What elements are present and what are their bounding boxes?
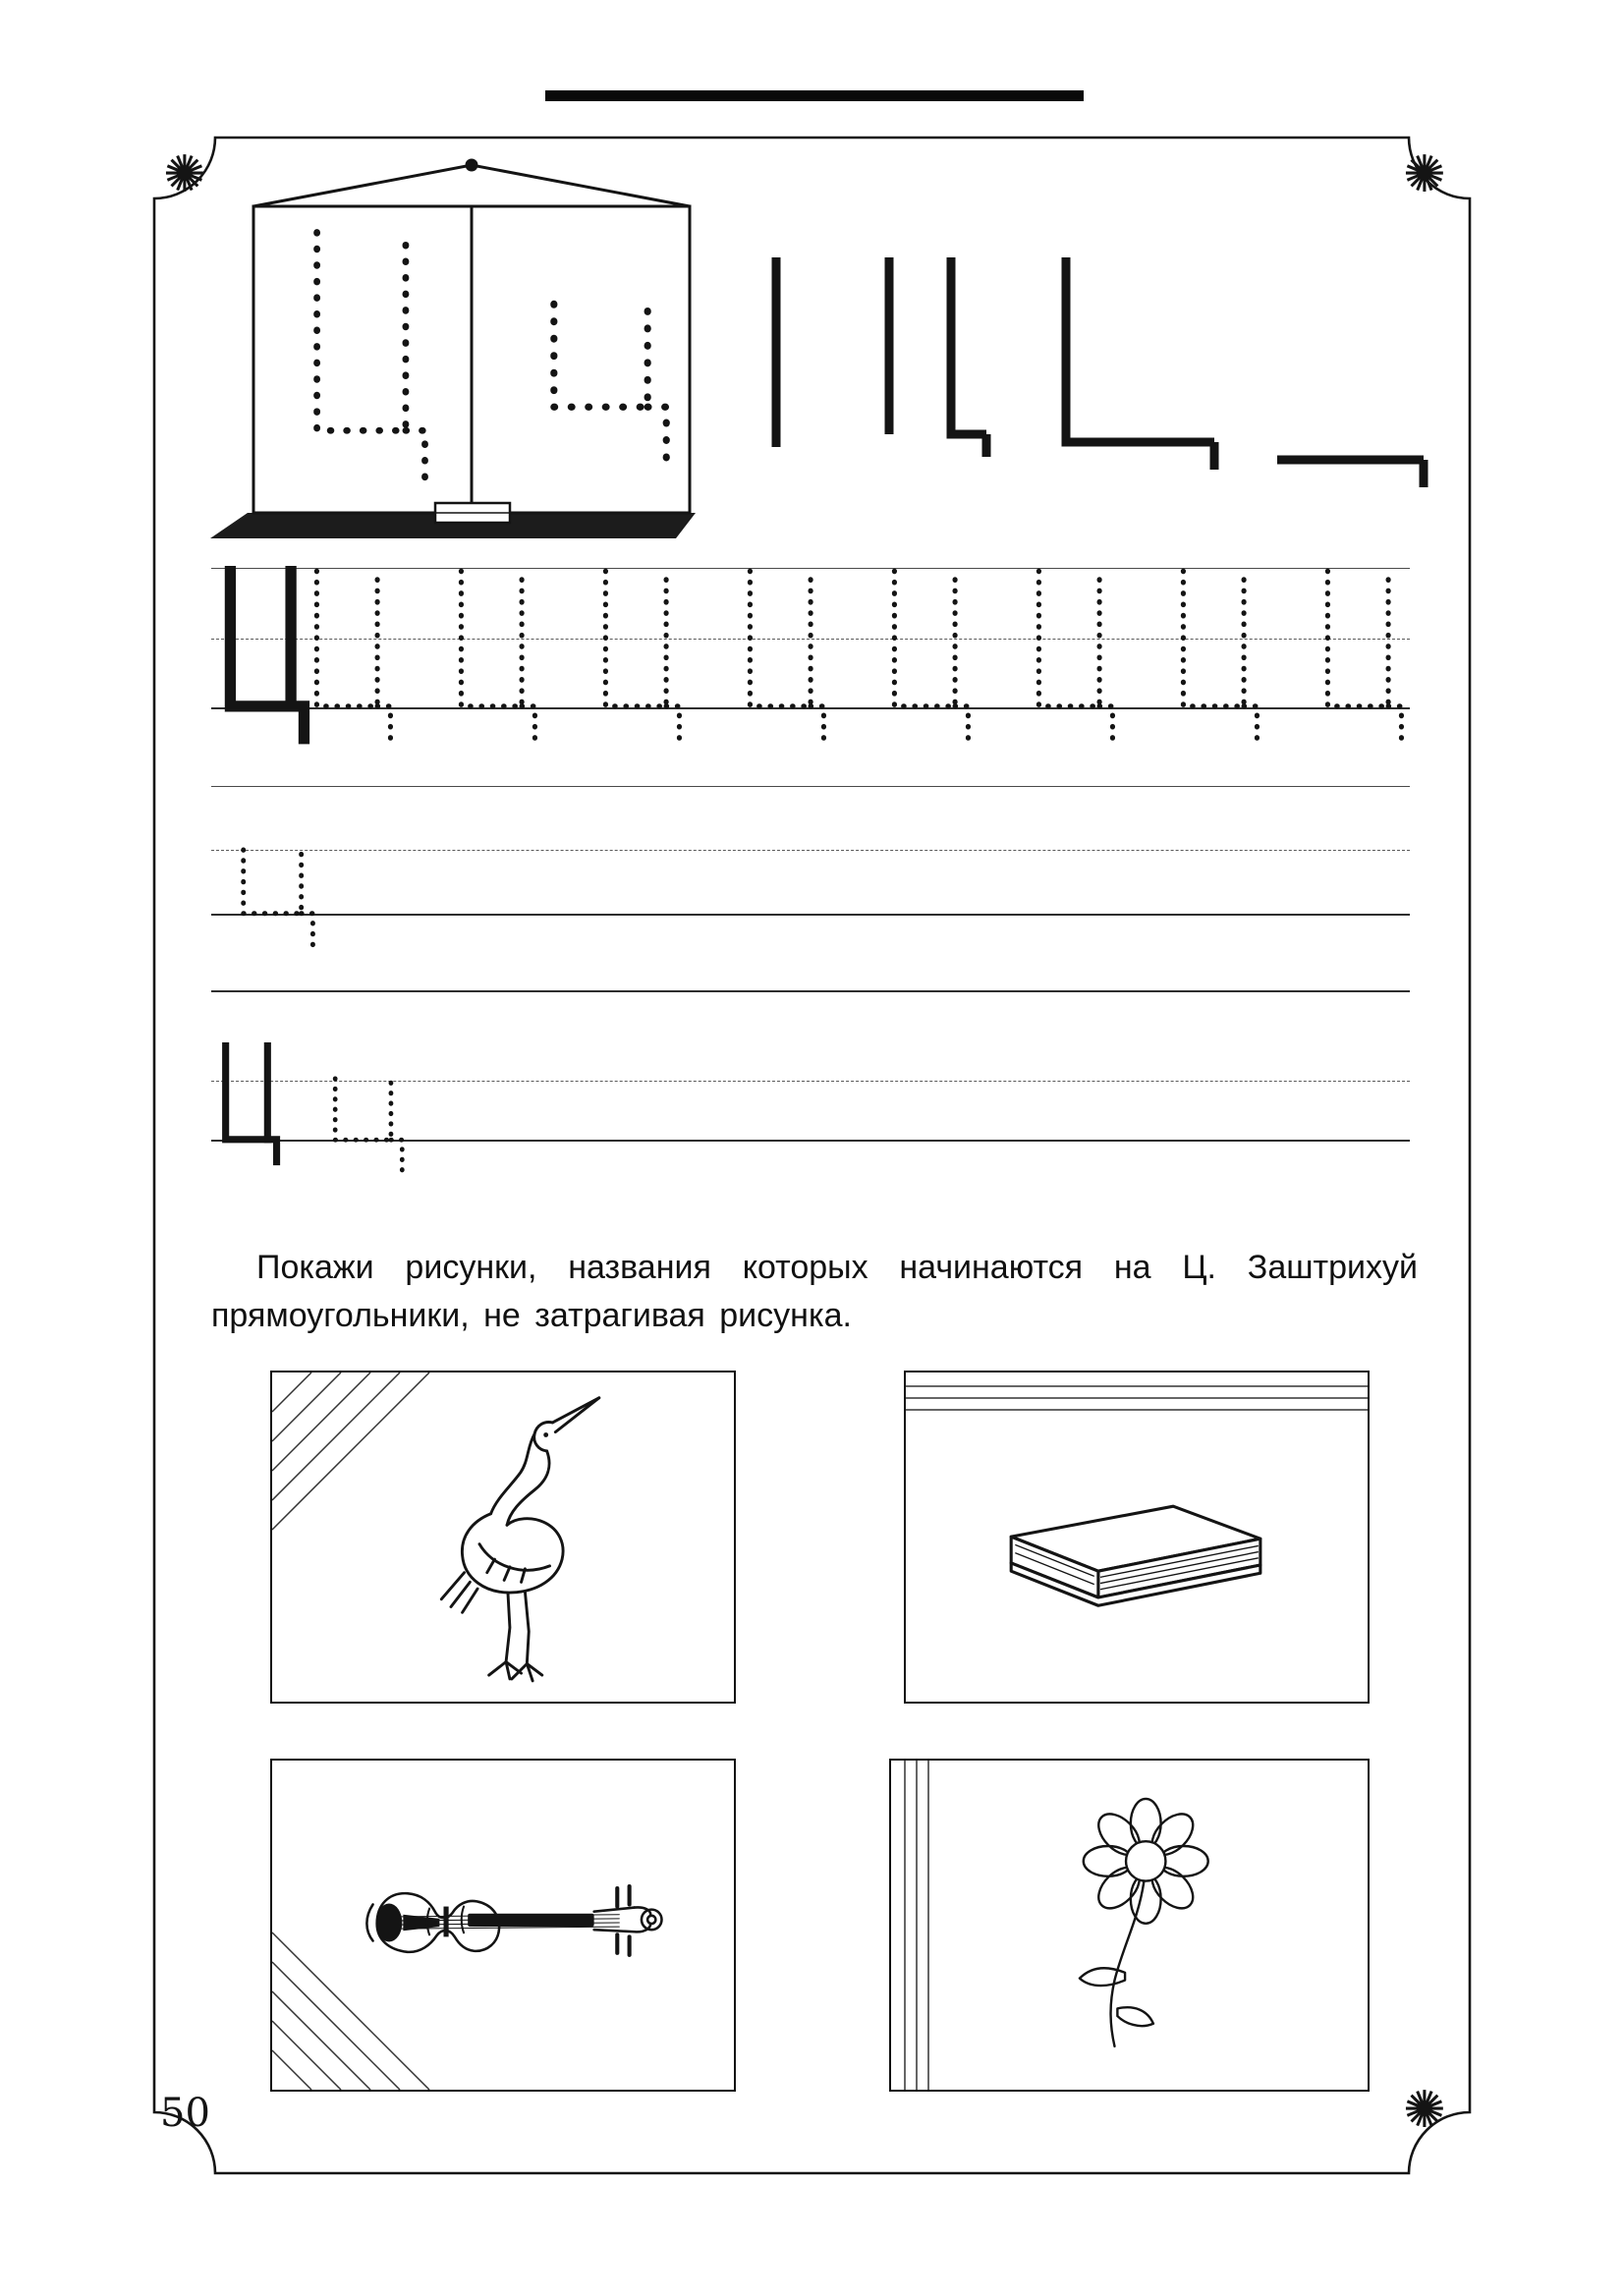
top-rule-bar	[545, 90, 1084, 101]
picture-box-heron[interactable]	[270, 1371, 736, 1704]
trace-letter	[302, 566, 403, 748]
trace-letter	[321, 1075, 415, 1179]
letter-board-graphic	[210, 158, 696, 538]
rule-base-line	[211, 1140, 1410, 1142]
sun-icon: ✺	[1403, 145, 1446, 204]
hatch-lines-left	[904, 1761, 929, 2090]
sun-icon: ✺	[163, 145, 206, 204]
rule-base-line	[211, 914, 1410, 916]
trace-letter	[590, 566, 692, 748]
practice-row-lowercase[interactable]	[211, 781, 1410, 968]
flower-image	[1078, 1797, 1209, 2048]
trace-letter	[1024, 566, 1125, 748]
trace-letter	[229, 846, 325, 954]
book-image	[1009, 1504, 1262, 1607]
sun-icon: ✺	[1403, 2081, 1446, 2140]
trace-letter	[735, 566, 836, 748]
trace-letter	[1313, 566, 1414, 748]
solid-letter	[215, 566, 316, 748]
picture-box-violin[interactable]	[270, 1759, 736, 2092]
drill-hook-stroke	[946, 257, 986, 439]
instruction-text: Покажи рисунки, названия которых начинаю…	[211, 1249, 1418, 1334]
rule-mid-dashed-line	[211, 639, 1410, 640]
trace-letter	[879, 566, 980, 748]
hatch-lines-top	[906, 1385, 1368, 1411]
practice-row-mixed[interactable]	[211, 1037, 1410, 1185]
hatch-lines-bottom-left	[272, 1932, 430, 2090]
solid-letter	[215, 1042, 285, 1168]
rule-top-line	[211, 568, 1410, 569]
empty-writing-line[interactable]	[211, 990, 1410, 992]
practice-row-uppercase[interactable]	[211, 566, 1410, 762]
rule-top-line	[211, 786, 1410, 787]
drill-corner-stroke	[1061, 257, 1214, 447]
stroke-drill-shapes	[771, 257, 1428, 487]
rule-mid-dashed-line	[211, 850, 1410, 851]
trace-letter	[531, 298, 687, 473]
rule-mid-dashed-line	[211, 1081, 1410, 1082]
picture-box-book[interactable]	[904, 1371, 1370, 1704]
trace-letter	[1168, 566, 1269, 748]
picture-box-flower[interactable]	[889, 1759, 1370, 2092]
hatch-lines-top-left	[272, 1372, 430, 1531]
page-number: 50	[160, 2091, 210, 2136]
heron-image	[439, 1396, 601, 1683]
trace-letter	[446, 566, 547, 748]
trace-letter	[295, 225, 443, 491]
violin-image	[365, 1883, 663, 1957]
